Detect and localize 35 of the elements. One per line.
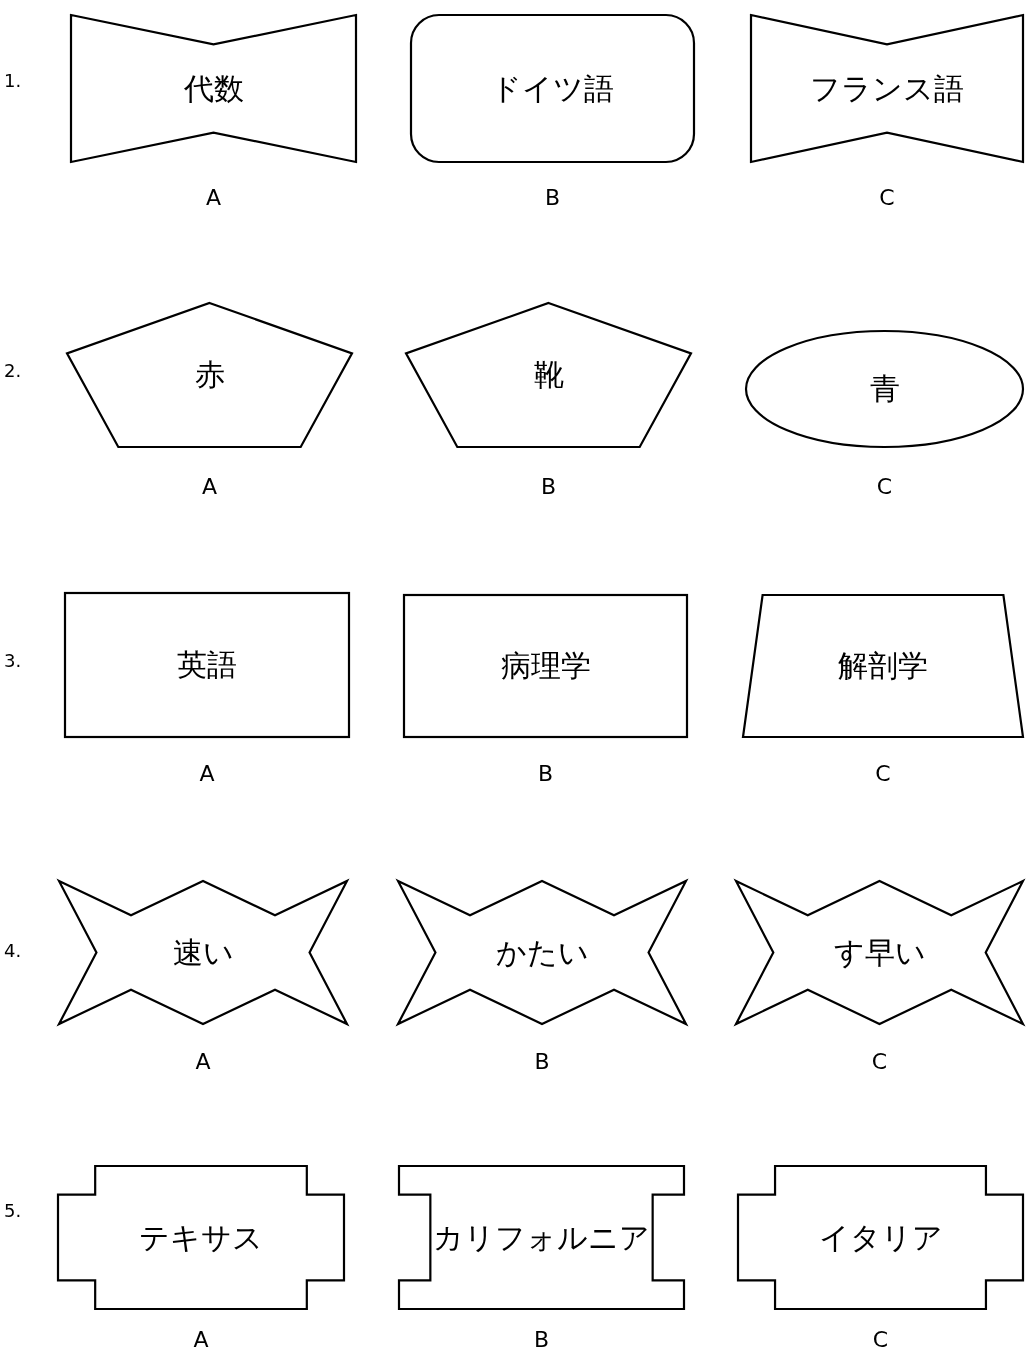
node-label: イタリア — [818, 1218, 943, 1256]
option-letter: A — [192, 1327, 210, 1352]
row-number: 2. — [4, 360, 22, 381]
node-label: かたい — [495, 933, 589, 971]
row-number: 1. — [4, 70, 22, 91]
node-label: 速い — [172, 933, 234, 971]
node-label: 青 — [869, 369, 900, 408]
option-letter: B — [536, 761, 555, 786]
node-label: フランス語 — [810, 69, 964, 107]
option-letter: A — [198, 761, 216, 786]
option-letter: C — [875, 474, 894, 499]
row-number: 3. — [4, 650, 22, 671]
node-label: ドイツ語 — [491, 69, 614, 107]
node-label: 解剖学 — [838, 646, 928, 685]
option-letter: C — [871, 1327, 890, 1352]
node-label: 靴 — [533, 355, 564, 394]
node-label: カリフォルニア — [433, 1218, 650, 1256]
node-label: 赤 — [194, 355, 225, 394]
node-label: す早い — [833, 933, 926, 971]
option-letter: A — [204, 185, 223, 210]
node-label: 病理学 — [500, 646, 591, 685]
option-letter: B — [533, 1049, 551, 1074]
row-number: 5. — [4, 1200, 22, 1221]
option-letter: A — [200, 474, 219, 499]
option-letter: B — [539, 474, 558, 499]
node-label: 代数 — [183, 69, 244, 107]
option-letter: C — [874, 761, 892, 786]
option-letter: B — [532, 1327, 551, 1352]
option-letter: A — [194, 1049, 212, 1074]
node-label: 英語 — [177, 645, 237, 684]
option-letter: C — [878, 185, 896, 210]
option-letter: B — [543, 185, 562, 210]
option-letter: C — [870, 1049, 889, 1074]
node-label: テキサス — [139, 1218, 263, 1256]
row-number: 4. — [4, 940, 22, 961]
